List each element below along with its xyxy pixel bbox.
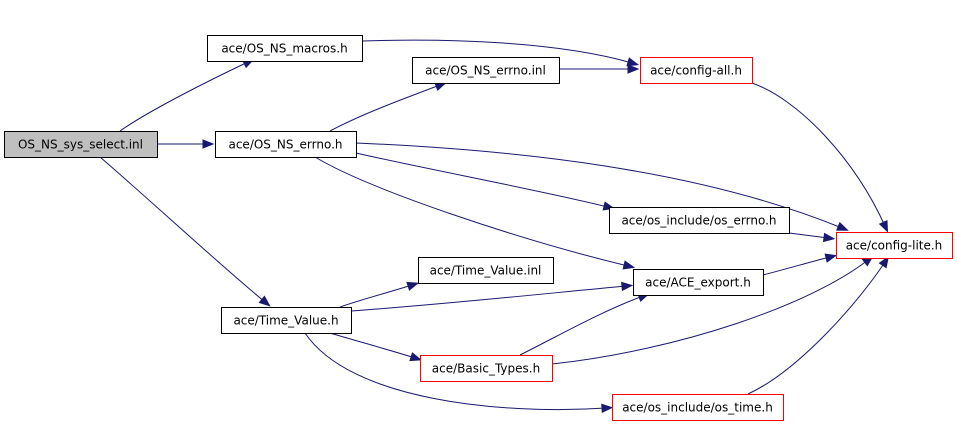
edge-line <box>314 156 629 267</box>
edge-tv_h-to-os_time <box>304 332 614 414</box>
edge-line <box>350 285 627 312</box>
node-basic-types[interactable]: ace/Basic_Types.h <box>420 355 553 382</box>
edge-line <box>762 256 831 276</box>
node-box[interactable] <box>412 57 560 84</box>
edge-line <box>355 152 609 208</box>
node-box[interactable] <box>215 131 357 158</box>
node-box[interactable] <box>420 355 553 382</box>
edge-os_errno-to-config_lite <box>788 232 836 243</box>
node-label: ace/Time_Value.inl <box>430 264 542 278</box>
node-label: ace/os_include/os_time.h <box>622 401 773 415</box>
node-os-time[interactable]: ace/os_include/os_time.h <box>612 394 784 421</box>
edge-line <box>519 295 644 356</box>
node-errno-inl[interactable]: ace/OS_NS_errno.inl <box>412 57 560 84</box>
node-ace-export[interactable]: ace/ACE_export.h <box>633 269 764 296</box>
node-label: ace/os_include/os_errno.h <box>621 214 776 228</box>
edge-ace_export-to-config_lite <box>762 253 838 276</box>
edge-tv_h-to-ace_export <box>350 281 634 312</box>
node-box[interactable] <box>612 394 784 421</box>
arrowhead-icon <box>258 295 271 307</box>
node-label: ace/config-all.h <box>650 64 742 78</box>
node-label: ace/OS_NS_errno.inl <box>425 64 546 78</box>
node-label: ace/Time_Value.h <box>233 314 338 328</box>
edge-line <box>551 259 869 365</box>
node-macros[interactable]: ace/OS_NS_macros.h <box>207 35 363 62</box>
node-tv-inl[interactable]: ace/Time_Value.inl <box>418 257 554 284</box>
node-label: OS_NS_sys_select.inl <box>18 138 143 152</box>
node-box[interactable] <box>418 257 554 284</box>
arrowhead-icon <box>621 281 634 292</box>
edge-config_all-to-config_lite <box>751 82 889 233</box>
edge-line <box>304 332 607 411</box>
arrowhead-icon <box>626 57 640 67</box>
edge-line <box>339 284 413 308</box>
edge-tv_h-to-basic_types <box>329 332 422 362</box>
arrowhead-icon <box>601 403 614 414</box>
arrowhead-icon <box>878 219 889 233</box>
edge-root-to-tv_h <box>99 156 271 307</box>
edges-layer <box>99 39 890 414</box>
node-os-errno[interactable]: ace/os_include/os_errno.h <box>609 207 790 234</box>
node-root[interactable]: OS_NS_sys_select.inl <box>4 131 158 158</box>
node-box[interactable] <box>4 131 158 158</box>
nodes-layer: OS_NS_sys_select.inl ace/OS_NS_macros.hac… <box>4 35 953 421</box>
edge-line <box>747 261 886 395</box>
node-box[interactable] <box>836 232 953 259</box>
edge-root-to-errno_h <box>157 139 215 149</box>
node-label: ace/OS_NS_macros.h <box>221 42 347 56</box>
arrowhead-icon <box>824 253 838 263</box>
edge-basic_types-to-ace_export <box>519 293 650 356</box>
node-box[interactable] <box>609 207 790 234</box>
edge-errno_inl-to-config_all <box>559 64 640 74</box>
edge-os_time-to-config_lite <box>747 255 890 395</box>
node-config-lite[interactable]: ace/config-lite.h <box>836 232 953 259</box>
edge-line <box>361 39 633 64</box>
node-label: ace/Basic_Types.h <box>432 362 540 376</box>
edge-tv_h-to-tv_inl <box>339 281 420 308</box>
node-label: ace/ACE_export.h <box>645 276 751 290</box>
edge-line <box>99 156 266 303</box>
node-label: ace/config-lite.h <box>846 239 943 253</box>
edge-errno_h-to-config_lite <box>355 142 849 231</box>
node-config-all[interactable]: ace/config-all.h <box>640 57 753 84</box>
edge-macros-to-config_all <box>361 39 640 67</box>
node-tv-h[interactable]: ace/Time_Value.h <box>221 307 352 334</box>
node-errno-h[interactable]: ace/OS_NS_errno.h <box>215 131 357 158</box>
edge-errno_h-to-ace_export <box>314 156 636 270</box>
edge-errno_h-to-errno_inl <box>329 82 447 132</box>
arrowhead-icon <box>409 352 422 362</box>
node-box[interactable] <box>640 57 753 84</box>
arrowhead-icon <box>878 255 890 269</box>
arrowhead-icon <box>622 260 636 270</box>
node-box[interactable] <box>221 307 352 334</box>
arrowhead-icon <box>406 281 420 291</box>
arrowhead-icon <box>822 232 836 243</box>
edge-line <box>751 82 886 227</box>
edge-line <box>355 142 843 229</box>
edge-line <box>329 84 441 132</box>
node-label: ace/OS_NS_errno.h <box>228 138 342 152</box>
edge-root-to-macros <box>119 58 255 132</box>
arrowhead-icon <box>836 221 849 231</box>
edge-line <box>788 232 829 239</box>
edge-line <box>329 332 416 359</box>
node-box[interactable] <box>207 35 363 62</box>
edge-line <box>119 61 249 132</box>
arrowhead-icon <box>202 139 215 149</box>
arrowhead-icon <box>627 64 640 74</box>
node-box[interactable] <box>633 269 764 296</box>
